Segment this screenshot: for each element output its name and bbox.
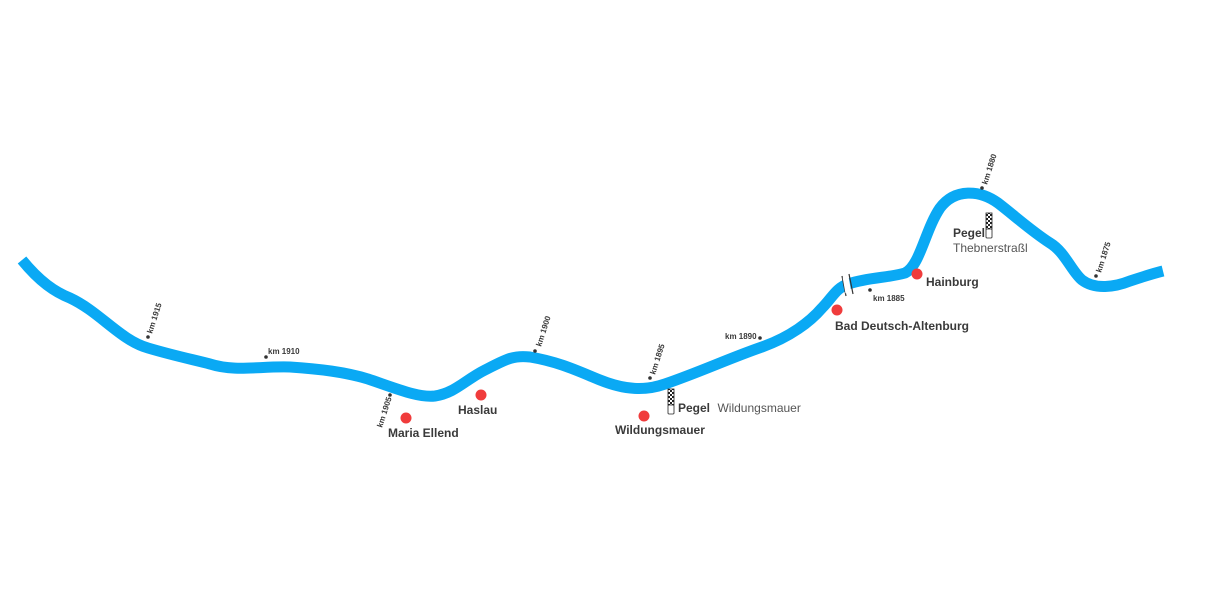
km-label: km 1890 <box>725 332 757 341</box>
town-bad-deutsch-altenburg: Bad Deutsch-Altenburg <box>831 304 969 333</box>
km-marker-1880: km 1880 <box>980 152 999 190</box>
town-haslau: Haslau <box>458 389 497 417</box>
town-label: Haslau <box>458 403 497 417</box>
km-label: km 1915 <box>145 301 163 334</box>
km-marker-1890: km 1890 <box>725 332 762 341</box>
gauge-name: Thebnerstraßl <box>953 241 1028 255</box>
town-label: Wildungsmauer <box>615 423 705 437</box>
km-label: km 1875 <box>1094 240 1112 273</box>
km-marker-1895: km 1895 <box>648 342 667 380</box>
town-label: Bad Deutsch-Altenburg <box>835 319 969 333</box>
town-maria-ellend: Maria Ellend <box>388 412 459 440</box>
town-hainburg: Hainburg <box>911 268 979 289</box>
km-label: km 1885 <box>873 294 905 303</box>
gauge-thebnerstrassl: Pegel Thebnerstraßl <box>953 212 1028 255</box>
gauge-wildungsmauer: Pegel Wildungsmauer <box>667 388 801 416</box>
km-label: km 1880 <box>980 152 998 185</box>
km-marker-1905: km 1905 <box>375 393 394 429</box>
town-label: Maria Ellend <box>388 426 459 440</box>
gauge-name: Wildungsmauer <box>717 401 800 415</box>
km-label: km 1900 <box>534 314 552 347</box>
gauge-staff-icon <box>985 212 993 239</box>
km-label: km 1910 <box>268 347 300 356</box>
km-marker-1910: km 1910 <box>264 347 300 359</box>
svg-text:Pegel Wildungsmauer: Pegel Wildungsmauer <box>678 399 801 416</box>
km-marker-1900: km 1900 <box>533 314 553 353</box>
town-wildungsmauer: Wildungsmauer <box>615 410 705 437</box>
km-marker-1875: km 1875 <box>1094 240 1113 278</box>
gauge-prefix: Pegel <box>953 226 985 240</box>
gauge-staff-icon <box>667 388 675 415</box>
km-label: km 1905 <box>375 395 393 428</box>
gauge-prefix: Pegel <box>678 401 710 415</box>
danube-river-line <box>17 187 1165 402</box>
km-marker-1915: km 1915 <box>145 301 164 339</box>
km-label: km 1895 <box>648 342 666 375</box>
km-marker-1885: km 1885 <box>868 288 905 303</box>
bridge-icon <box>841 273 854 297</box>
town-label: Hainburg <box>926 275 979 289</box>
